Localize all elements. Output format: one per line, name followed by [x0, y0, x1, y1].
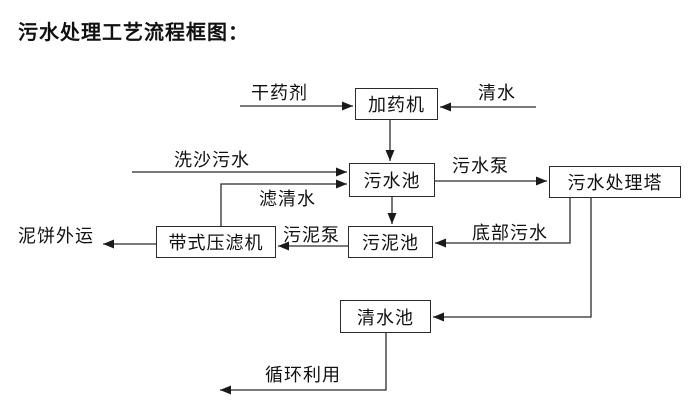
label-sludge-pump: 污泥泵: [283, 225, 340, 245]
arrow-bottom-sewage-to-sludge: [435, 198, 571, 248]
arrow-recycling-use: [220, 333, 387, 395]
label-dry-agent: 干药剂: [251, 83, 308, 103]
label-sand-washing-sewage: 洗沙污水: [174, 150, 250, 170]
node-belt-filter-press: 带式压滤机: [156, 226, 276, 258]
label-clean-water: 清水: [478, 83, 516, 103]
node-sludge-pool: 污泥池: [348, 226, 433, 258]
arrow-filtered-water-to-sewage: [220, 179, 347, 226]
label-recycling-use: 循环利用: [265, 365, 341, 385]
label-sewage-pump: 污水泵: [452, 156, 509, 176]
label-filtered-water: 滤清水: [259, 189, 316, 209]
page-title: 污水处理工艺流程框图：: [18, 22, 249, 44]
label-bottom-sewage: 底部污水: [472, 223, 548, 243]
node-treatment-tower: 污水处理塔: [549, 166, 681, 198]
node-sewage-pool: 污水池: [349, 163, 435, 197]
node-dosing-machine: 加药机: [355, 88, 438, 120]
arrow-tower-to-clean-pool: [433, 198, 592, 322]
label-mud-cake-outbound: 泥饼外运: [18, 226, 94, 246]
node-clean-water-pool: 清水池: [340, 300, 431, 333]
